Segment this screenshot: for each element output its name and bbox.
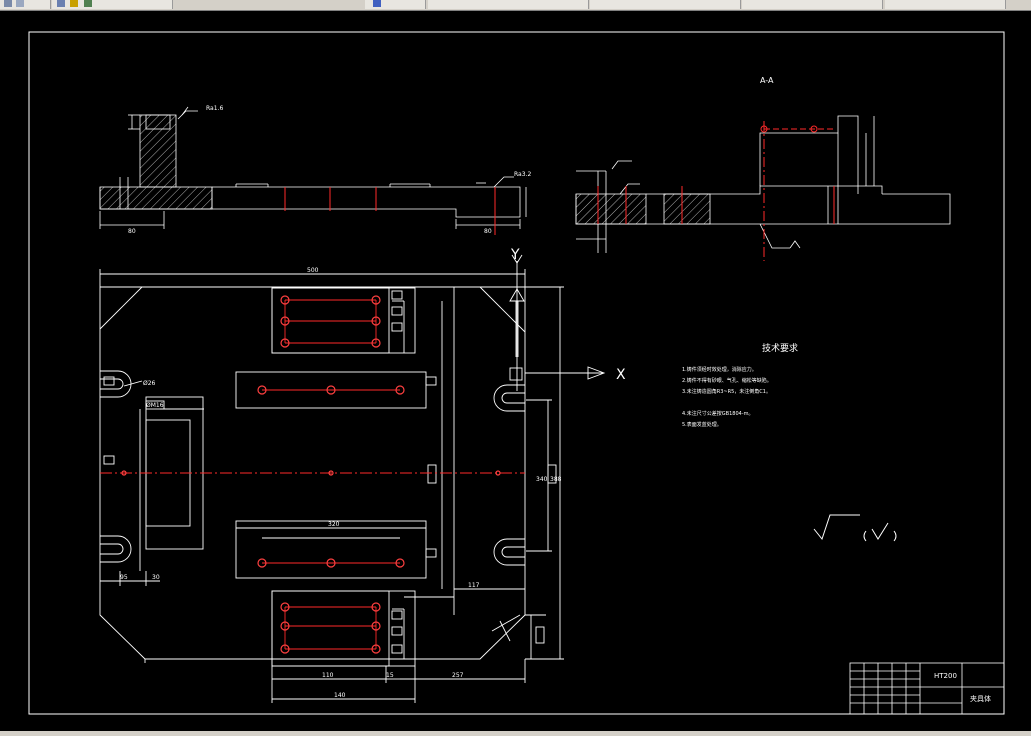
toolbar-tab[interactable]: [0, 0, 51, 9]
pin-hole: [328, 470, 334, 476]
toolbar-icon: [84, 0, 92, 7]
bolt-hole: [371, 316, 381, 326]
tech-req-line: 2.铸件不得有砂眼、气孔、缩松等缺陷。: [682, 377, 772, 384]
toolbar-icon: [16, 0, 24, 7]
dim-label: 95: [120, 574, 128, 581]
bolt-hole: [371, 602, 381, 612]
bolt-hole: [371, 338, 381, 348]
dim-label: 110: [322, 672, 334, 679]
toolbar-tab[interactable]: [742, 0, 883, 9]
bolt-hole: [326, 558, 336, 568]
hole-mark: [810, 125, 818, 133]
toolbar-icon: [57, 0, 65, 7]
toolbar-tab[interactable]: [590, 0, 741, 9]
roughness-symbol: [813, 514, 897, 542]
hole-mark: [760, 125, 768, 133]
tech-req-line: 4.未注尺寸公差按GB1804-m。: [682, 410, 753, 417]
bolt-hole: [371, 295, 381, 305]
cad-drawing: 80 80 Ra1.6 Ra3.2 A-A: [28, 31, 1005, 715]
plan-text: 500 Ø26 95 30 ØM16 388 340 117 110 15 25…: [120, 267, 562, 699]
axis-y-label: Y: [510, 247, 520, 263]
roughness-label: Ra1.6: [206, 105, 223, 112]
aa-section-view: [575, 115, 951, 253]
roughness-label: Ra3.2: [514, 171, 531, 178]
bolt-hole: [280, 316, 290, 326]
title-block: [849, 662, 1005, 715]
plan-centerlines: [100, 299, 525, 650]
bolt-hole: [257, 385, 267, 395]
dim-label: 80: [484, 228, 492, 235]
dim-label: 340: [536, 476, 548, 483]
bolt-hole: [280, 644, 290, 654]
tech-req-line: 3.未注铸造圆角R3~R5，未注倒角C1。: [682, 388, 771, 395]
dim-label: 117: [468, 582, 480, 589]
bolt-hole: [280, 621, 290, 631]
bolt-hole: [395, 385, 405, 395]
status-bar: [0, 731, 1031, 736]
tech-req-line: 5.表面发蓝处理。: [682, 421, 722, 428]
toolbar-tab[interactable]: [885, 0, 1006, 9]
bolt-hole: [280, 295, 290, 305]
toolbar-icon: [373, 0, 381, 7]
bolt-hole: [395, 558, 405, 568]
dim-overall-width: 500: [307, 267, 319, 274]
section-title: A-A: [760, 76, 774, 85]
pin-hole: [121, 470, 127, 476]
bolt-hole: [371, 644, 381, 654]
bolt-hole: [280, 338, 290, 348]
dim-label: Ø26: [143, 380, 156, 387]
front-section-view: [99, 106, 527, 229]
dim-label: 140: [334, 692, 346, 699]
tech-req-line: 1.铸件须经时效处理，消除应力。: [682, 366, 757, 373]
bolt-hole: [257, 558, 267, 568]
technical-requirements: 技术要求 1.铸件须经时效处理，消除应力。 2.铸件不得有砂眼、气孔、缩松等缺陷…: [682, 342, 798, 428]
dim-label: 15: [386, 672, 394, 679]
drawing-frame: [28, 31, 1005, 715]
tech-req-title: 技术要求: [762, 342, 798, 354]
plan-holes: [121, 295, 501, 654]
title-block-part-name: 夹具体: [970, 694, 991, 703]
title-block-material: HT200: [934, 672, 957, 680]
front-section-centerlines: [284, 187, 496, 235]
dim-label: 388: [550, 476, 562, 483]
toolbar-icon: [4, 0, 12, 7]
bolt-hole: [326, 385, 336, 395]
axis-x-label: X: [616, 367, 626, 383]
dim-label: 320: [328, 521, 340, 528]
toolbar-tab[interactable]: [365, 0, 426, 9]
toolbar-tab[interactable]: [428, 0, 589, 9]
bolt-hole: [371, 621, 381, 631]
aa-section-centerlines: [597, 121, 835, 261]
plan-view: [99, 254, 606, 703]
dim-label: 257: [452, 672, 464, 679]
toolbar-icon: [70, 0, 78, 7]
pin-hole: [495, 470, 501, 476]
bolt-hole: [280, 602, 290, 612]
dim-label: 80: [128, 228, 136, 235]
toolbar-tab[interactable]: [52, 0, 173, 9]
dim-label: 30: [152, 574, 160, 581]
drawing-canvas[interactable]: 80 80 Ra1.6 Ra3.2 A-A: [0, 11, 1031, 731]
front-section-text: 80 80 Ra1.6 Ra3.2: [128, 105, 531, 235]
toolbar: [0, 0, 1031, 11]
dim-label: ØM16: [146, 402, 164, 409]
